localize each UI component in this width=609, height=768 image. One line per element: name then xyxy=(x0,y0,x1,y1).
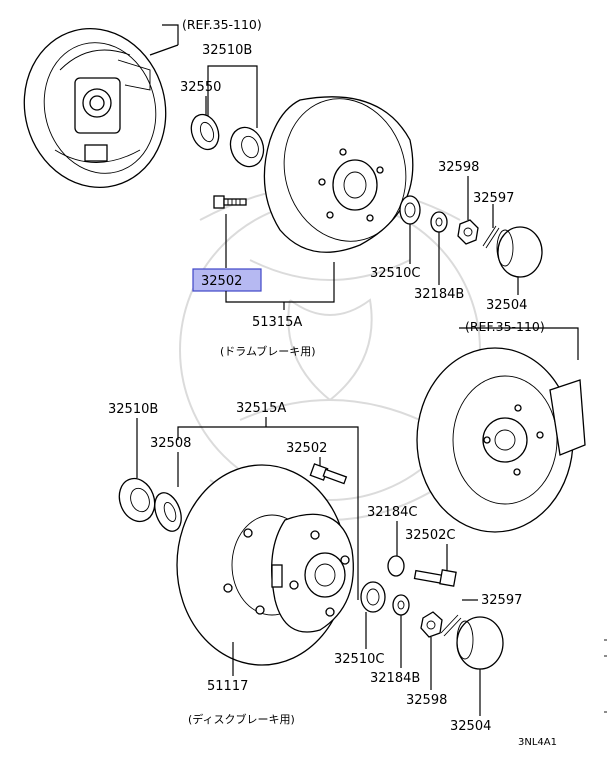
oil-seal-32508 xyxy=(154,492,182,532)
cotter-pin-32597-lower xyxy=(440,614,462,637)
upper-label-32597: 32597 xyxy=(473,191,514,206)
highlighted-part-box xyxy=(192,268,262,292)
hub-flange-32515A xyxy=(271,513,354,633)
upper-label-32504: 32504 xyxy=(486,298,527,313)
nut-lock-32598-upper xyxy=(457,219,479,245)
disc-rotor-caliper-assembly xyxy=(416,347,586,533)
bearing-32510C-upper xyxy=(399,195,421,225)
upper-label-51315A: 51315A xyxy=(252,315,302,330)
upper-label-32502[interactable]: 32502 xyxy=(201,274,242,289)
washer-32184B-lower xyxy=(392,594,410,616)
lower-label-32510B: 32510B xyxy=(108,402,158,417)
lower-label-32502: 32502 xyxy=(286,441,327,456)
upper-label-32184B: 32184B xyxy=(414,287,464,302)
lower-label-32598: 32598 xyxy=(406,693,447,708)
lower-label-32508: 32508 xyxy=(150,436,191,451)
diagram-code: 3NL4A1 xyxy=(518,737,557,748)
lower-label-32502C: 32502C xyxy=(405,528,455,543)
bearing-32510B-upper xyxy=(229,126,265,168)
lower-caption: (ディスクブレーキ用) xyxy=(188,712,295,726)
grease-cap-32504-lower xyxy=(456,616,504,670)
lower-ref-label: (REF.35-110) xyxy=(465,319,545,334)
washer-32184C xyxy=(387,555,405,577)
hub-bolt-32502-upper xyxy=(213,195,247,209)
hub-bolt-32502C xyxy=(413,569,457,587)
lower-label-32504: 32504 xyxy=(450,719,491,734)
upper-label-32510B: 32510B xyxy=(202,43,252,58)
oil-seal-32550 xyxy=(190,113,220,151)
bearing-32510B-lower xyxy=(118,477,156,523)
upper-label-32510C: 32510C xyxy=(370,266,420,281)
edge-marks xyxy=(604,639,607,713)
upper-ref-label: (REF.35-110) xyxy=(182,17,262,32)
washer-32184B-upper xyxy=(430,211,448,233)
lower-label-32515A: 32515A xyxy=(236,401,286,416)
grease-cap-32504-upper xyxy=(496,226,543,278)
upper-caption: (ドラムブレーキ用) xyxy=(220,344,316,358)
nut-lock-32598-lower xyxy=(420,611,443,638)
lower-label-32184C: 32184C xyxy=(367,505,417,520)
hub-bolt-32502-lower xyxy=(309,463,348,485)
cotter-pin-32597-upper xyxy=(482,225,500,249)
lower-label-32597: 32597 xyxy=(481,593,522,608)
lower-label-32184B: 32184B xyxy=(370,671,420,686)
bearing-32510C-lower xyxy=(360,581,386,613)
drum-backing-plate xyxy=(23,27,167,189)
upper-label-32598: 32598 xyxy=(438,160,479,175)
upper-label-32550: 32550 xyxy=(180,80,221,95)
lower-label-32510C: 32510C xyxy=(334,652,384,667)
lower-label-51117: 51117 xyxy=(207,679,248,694)
brake-drum-51315A xyxy=(263,96,414,253)
